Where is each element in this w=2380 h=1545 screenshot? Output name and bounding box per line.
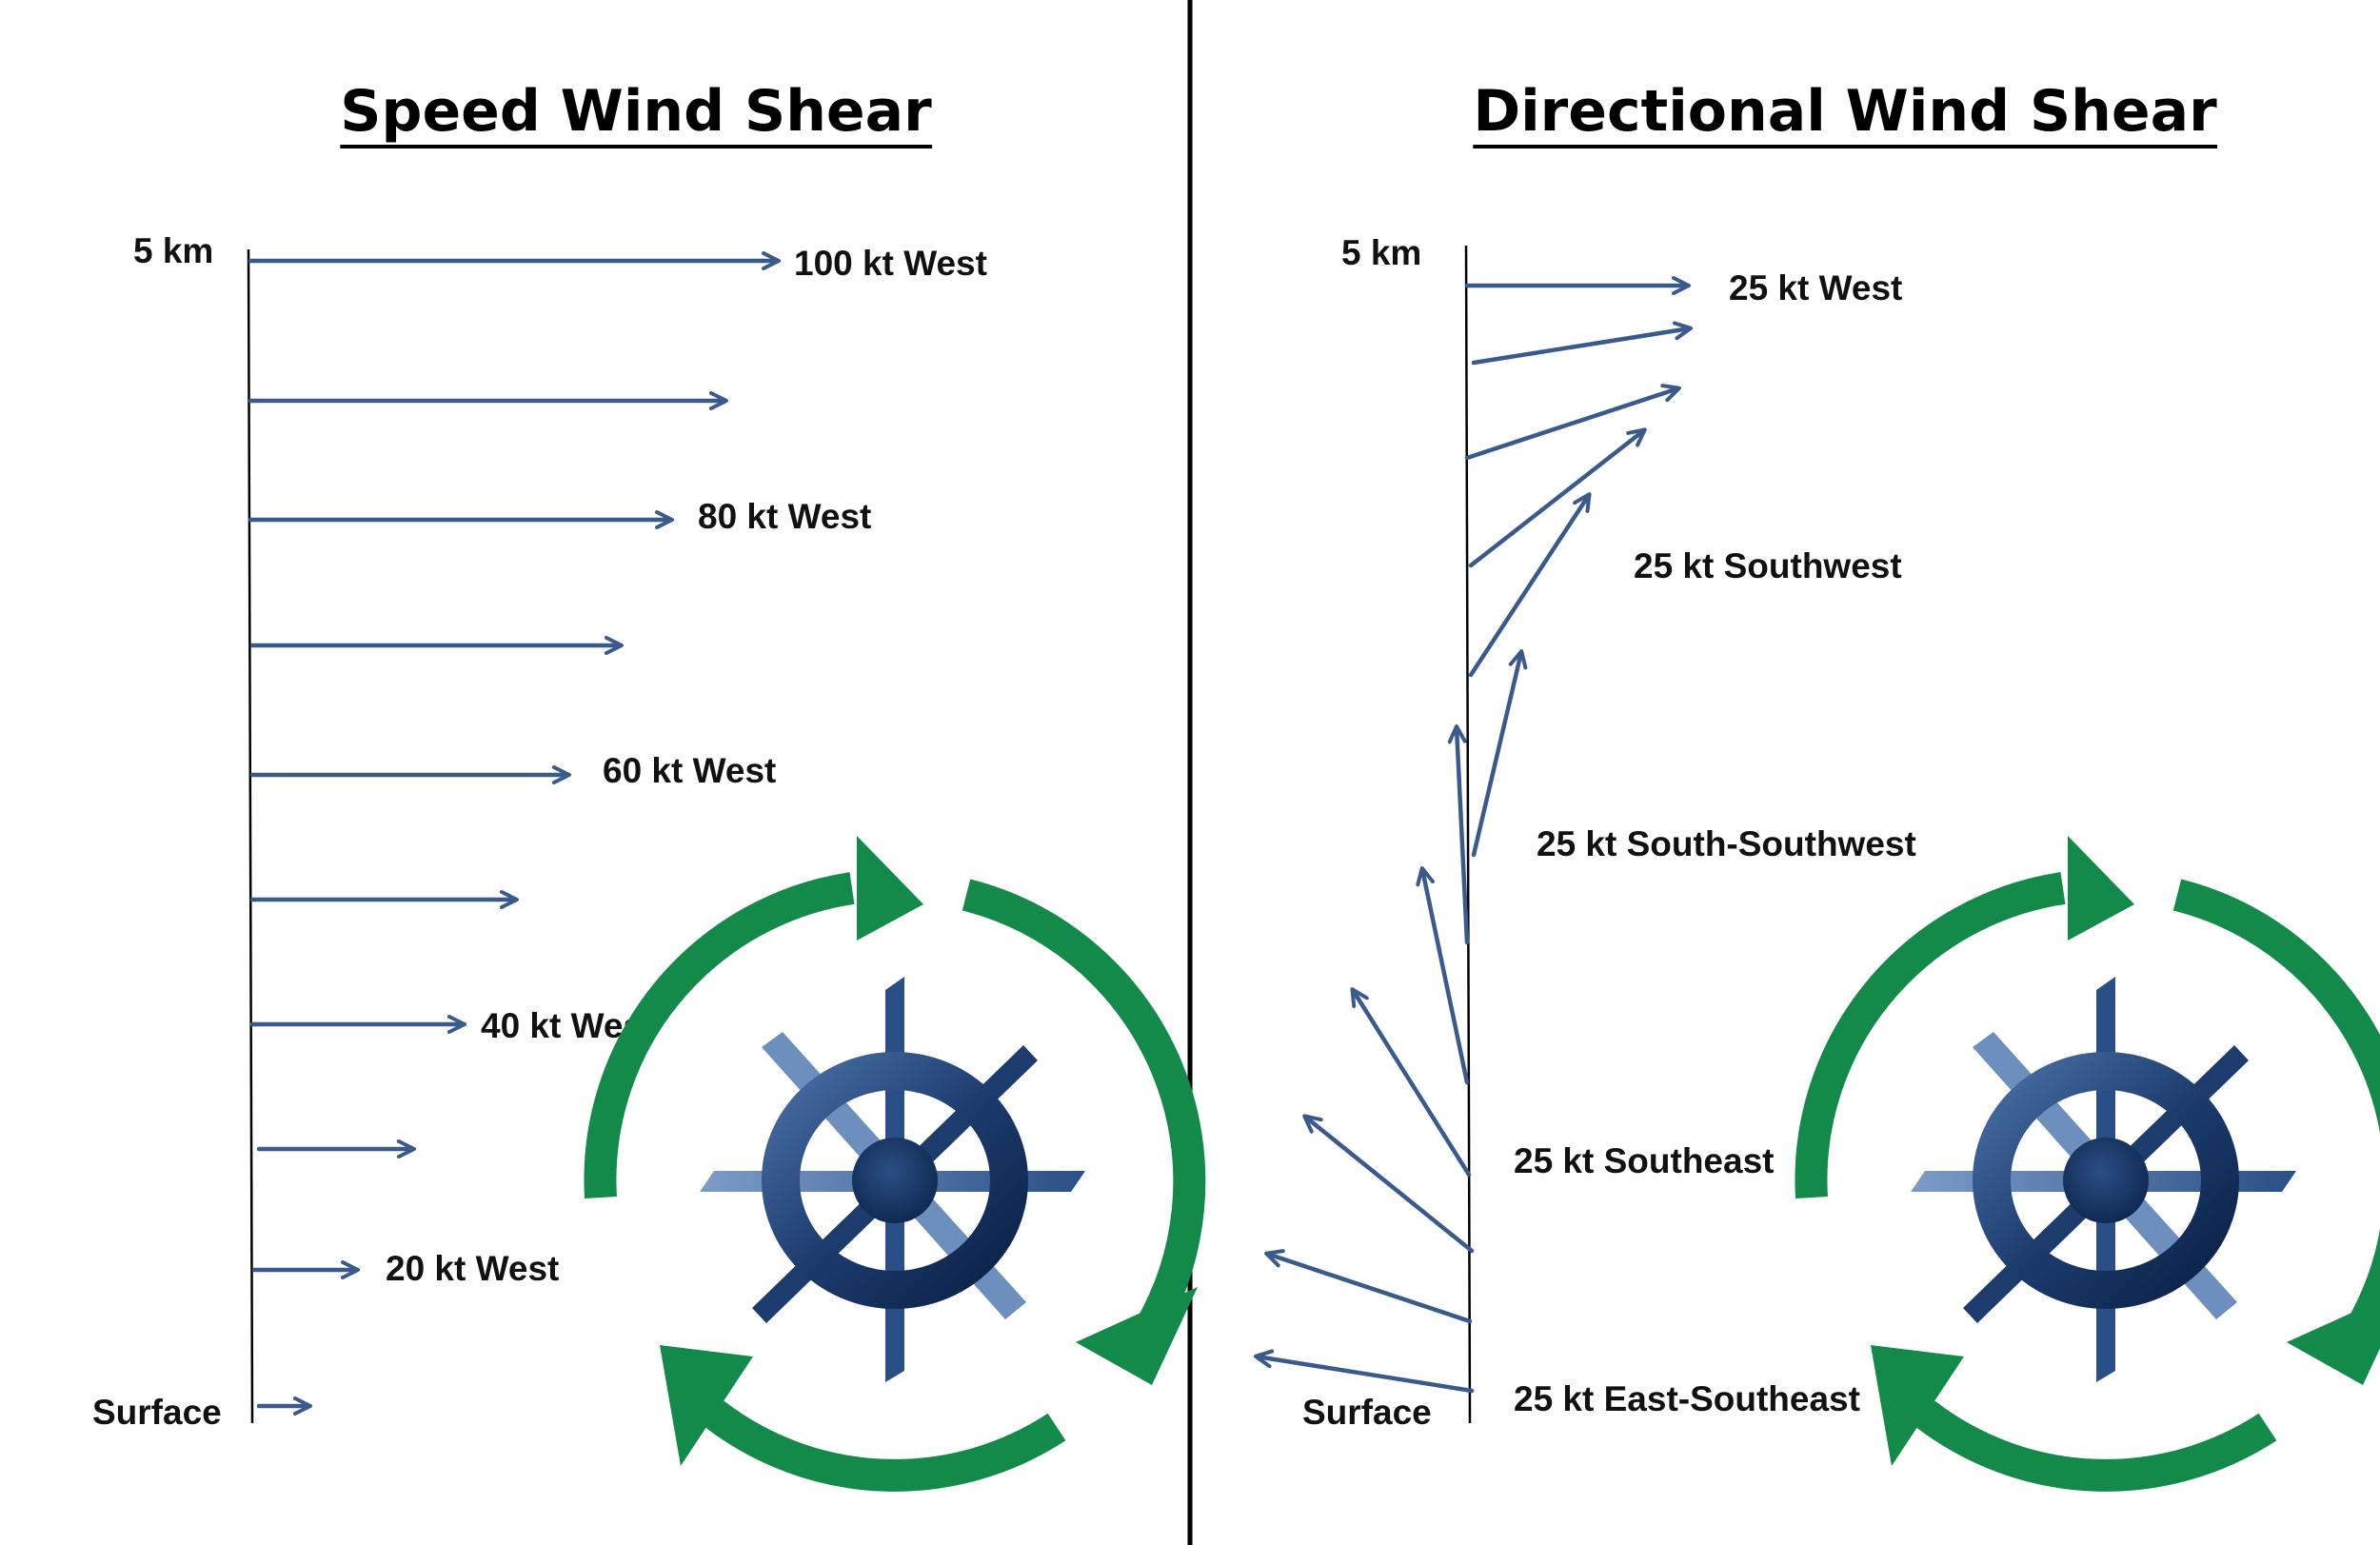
wind-arrow-direction-11: [1264, 1249, 1473, 1324]
directional-shear-panel: 5 km Surface 25 kt West 25 kt Southwest …: [1254, 233, 2380, 1492]
right-arrow-label: 25 kt East-Southeast: [1514, 1379, 1860, 1418]
wind-arrow-direction-3: [1464, 384, 1681, 461]
left-arrow-label: 20 kt West: [386, 1249, 559, 1288]
wind-arrow-direction-7: [1447, 724, 1470, 945]
wind-arrow-direction-8: [1416, 866, 1470, 1085]
left-arrow-label: 100 kt West: [794, 244, 987, 283]
right-height-axis: [1464, 245, 1472, 1424]
wind-arrow-direction-4: [1468, 427, 1647, 568]
rotating-updraft-icon: [584, 836, 1206, 1492]
rotating-updraft-icon: [1795, 836, 2380, 1492]
right-arrow-label: 25 kt South-Southwest: [1537, 824, 1916, 863]
directional-shear-title: Directional Wind Shear: [1473, 78, 2217, 145]
speed-shear-title: Speed Wind Shear: [340, 78, 932, 145]
speed-shear-panel: 5 km Surface 100 kt West 80 kt West 60 k…: [92, 231, 1206, 1492]
rotation-arrows: [584, 836, 1206, 1492]
rotation-arrows: [1795, 836, 2380, 1492]
right-bottom-label: Surface: [1302, 1393, 1432, 1432]
right-arrow-label: 25 kt Southwest: [1634, 546, 1902, 585]
updraft-vortex: [1911, 977, 2296, 1382]
wind-arrow-direction-2: [1471, 321, 1693, 366]
wind-arrow-direction-10: [1302, 1114, 1475, 1254]
right-arrow-label: 25 kt Southeast: [1514, 1141, 1774, 1180]
right-arrow-label: 25 kt West: [1729, 268, 1902, 307]
left-bottom-label: Surface: [92, 1393, 222, 1432]
left-arrow-label: 80 kt West: [698, 497, 871, 536]
wind-arrow-direction-12: [1254, 1349, 1475, 1394]
left-height-axis: [247, 248, 254, 1424]
updraft-vortex: [700, 977, 1085, 1382]
wind-arrow-direction-6: [1471, 649, 1528, 858]
left-arrow-label: 60 kt West: [603, 751, 776, 790]
left-top-label: 5 km: [133, 231, 213, 270]
wind-arrow-direction-9: [1350, 987, 1472, 1178]
wind-arrow-direction-5: [1468, 492, 1592, 678]
right-top-label: 5 km: [1341, 233, 1421, 272]
